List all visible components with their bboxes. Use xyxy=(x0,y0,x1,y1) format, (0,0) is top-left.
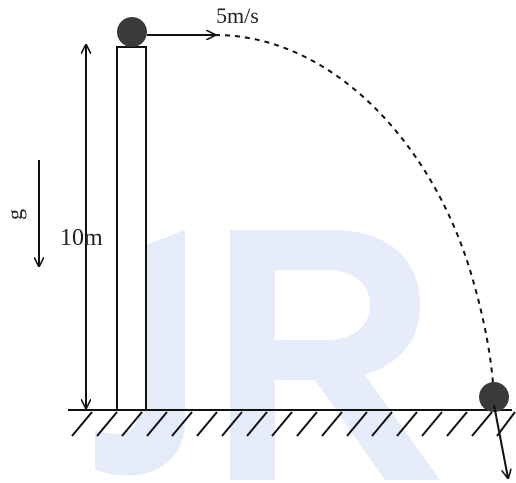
tower xyxy=(116,46,147,411)
trajectory-path xyxy=(214,34,495,398)
velocity-label: 5m/s xyxy=(216,3,259,28)
initial-ball xyxy=(117,17,147,47)
final-ball xyxy=(479,382,509,412)
gravity-label: g xyxy=(2,209,27,220)
height-label: 10m xyxy=(60,225,103,251)
final-velocity-arrow xyxy=(493,404,508,478)
ground-hatching xyxy=(71,411,516,437)
